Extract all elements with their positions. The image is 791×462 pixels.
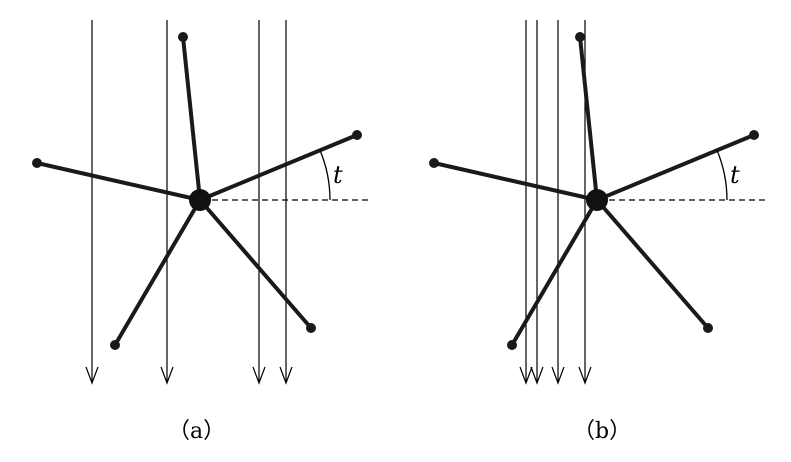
caption-b: （b） — [573, 419, 631, 444]
angle-label-b: t — [730, 161, 740, 189]
panel-a: t （a） — [30, 20, 374, 444]
ray — [551, 20, 565, 385]
ray — [530, 20, 544, 385]
caption-a: （a） — [168, 419, 225, 444]
ray — [160, 20, 174, 385]
angle-label-a: t — [333, 161, 343, 189]
star-b — [427, 30, 771, 352]
ray — [279, 20, 293, 385]
rays-a — [85, 20, 293, 385]
rays-b — [519, 20, 592, 385]
ray — [252, 20, 266, 385]
panel-b: t （b） — [427, 20, 771, 444]
ray — [85, 20, 99, 385]
star-a — [30, 30, 374, 352]
